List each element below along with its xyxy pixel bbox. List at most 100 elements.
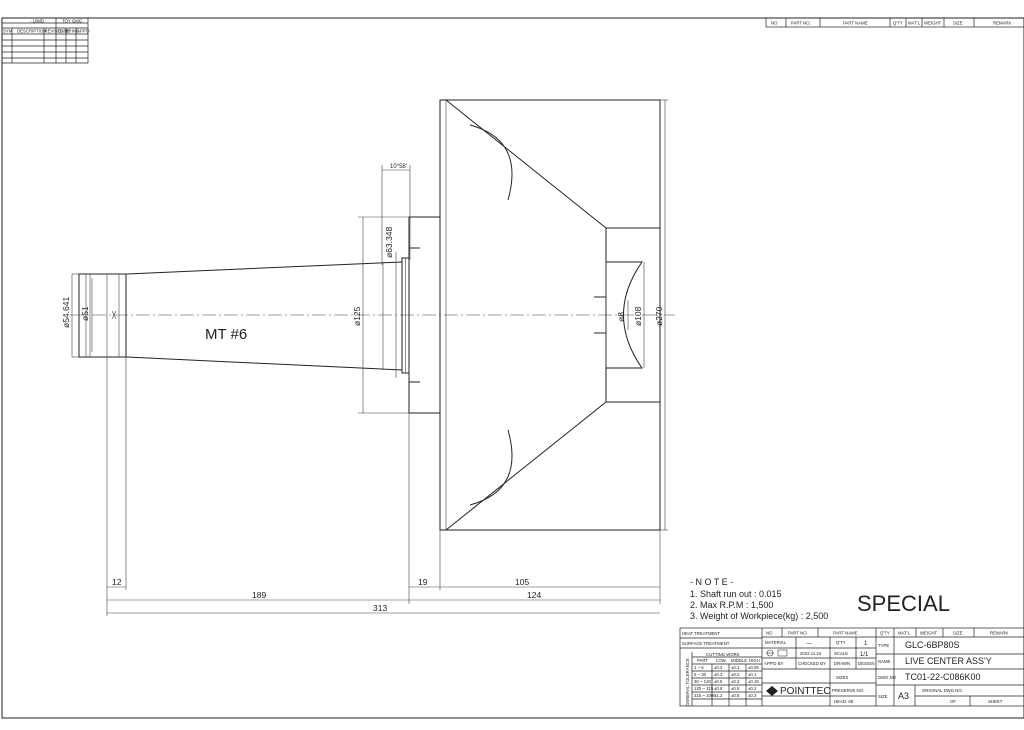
design-label: DESIGN (858, 661, 874, 666)
revision-header: CHKD (67, 29, 79, 34)
dim-124: 124 (527, 590, 541, 600)
dim-shank-outer: ø54.641 (61, 297, 71, 328)
size-label: SIZE (878, 694, 888, 699)
note-item: 3. Weight of Workpiece(kg) : 2,500 (690, 611, 828, 621)
tol-cell: ±0.2 (748, 686, 757, 691)
notes: - N O T E - 1. Shaft run out : 0.015 2. … (690, 577, 828, 621)
dim-angle: 10°58' (390, 164, 407, 170)
tb-col-header: NO (766, 631, 773, 636)
company-name: POINTTEC (780, 686, 831, 697)
dim-19: 19 (418, 577, 428, 587)
tol-header: LOW (716, 658, 727, 663)
dim-flange: ø125 (352, 306, 362, 326)
tol-cell: ±0.5 (714, 679, 723, 684)
tol-cell: ±0.8 (714, 686, 723, 691)
title-block (679, 627, 1024, 707)
notes-title: - N O T E - (690, 577, 733, 587)
qty-label: Q'TY (836, 640, 846, 645)
shank-end (78, 273, 127, 358)
scale-value: 1/1 (860, 652, 869, 658)
tol-header: MIDDLE (731, 658, 747, 663)
tol-cell: ±0.5 (731, 686, 740, 691)
dim-313: 313 (373, 603, 387, 613)
parts-col-header: WEIGHT (924, 21, 942, 26)
tol-cell: 120 ~ 315 (694, 686, 714, 691)
dim-shank-inner: ø51 (80, 306, 90, 321)
dim-12: 12 (112, 577, 122, 587)
tb-col-header: PART NAME (833, 631, 858, 636)
sheet-label: SHEET (988, 699, 1003, 704)
type-label: TYPE (878, 643, 889, 648)
of-label: OF (950, 699, 956, 704)
surface-treatment-label: SURFACE TREATMENT (682, 641, 730, 646)
tol-cell: ±0.3 (714, 672, 723, 677)
special-label: SPECIAL (857, 591, 950, 616)
dwg-value: TC01-22-C086K00 (905, 672, 981, 682)
original-dwg-label: ORIGINAL DWG.NO. (922, 688, 963, 693)
dim-tip: ø108 (633, 306, 643, 326)
revision-top-label: - 10MD (30, 19, 44, 24)
type-value: GLC-6BP80S (905, 640, 960, 650)
revision-header: REVISED BY (45, 29, 71, 34)
parts-col-header: NO (771, 21, 778, 26)
taper-label: MT #6 (205, 326, 247, 343)
tol-cell: 30 ~ 120 (694, 679, 711, 684)
revision-header: DESCRIPTION (17, 29, 46, 34)
live-center-drawing (70, 99, 675, 616)
tb-col-header: WEIGHT (920, 631, 938, 636)
checked-by-label: CHECKED BY (798, 661, 826, 666)
tb-col-header: MAT'L (898, 631, 911, 636)
tip-arc (606, 261, 643, 369)
tolerance-side-label: GENERAL TOLERANCE (685, 658, 690, 706)
tb-col-header: PART NO. (788, 631, 808, 636)
revision-header: SYM (3, 29, 13, 34)
heat-treatment-label: HEAT TREATMENT (682, 631, 720, 636)
parts-col-header: Q'TY (893, 21, 903, 26)
drawn-label: DRAWN (834, 661, 850, 666)
parts-col-header: REMARK (993, 21, 1012, 26)
parts-col-header: MAT'L (908, 21, 921, 26)
parts-col-header: SIZE (953, 21, 963, 26)
tb-col-header: REMARK (990, 631, 1009, 636)
parts-col-header: PART NO. (791, 21, 811, 26)
dim-center-hole: ø8 (616, 312, 626, 322)
tb-col-header: SIZE (953, 631, 963, 636)
tol-cell: ±0.15 (748, 679, 759, 684)
name-label: NAME (878, 659, 891, 664)
tol-header: HIGH (749, 658, 760, 663)
tolerance-rows: 1 ~ 6 ±0.2 ±0.1 ±0.05 6 ~ 30 ±0.3 ±0.2 ±… (694, 665, 759, 698)
tol-cell: ±0.8 (731, 693, 740, 698)
dwg-label: DWG.NO (878, 675, 897, 680)
tol-cell: ±0.2 (714, 665, 723, 670)
tol-cell: ±0.1 (731, 665, 740, 670)
material-label: MATERIAL (765, 640, 787, 645)
tol-header: PART (697, 658, 708, 663)
cone-groove-lower (469, 429, 513, 506)
company-logo-icon (766, 686, 778, 696)
dim-189: 189 (252, 590, 266, 600)
head-label: HEAD: 6E (834, 699, 854, 704)
revision-header: APP'D (77, 29, 90, 34)
revision-table: - 10MD TOY GMG SYM DESCRIPTION REVISED B… (2, 18, 90, 64)
tb-col-header: Q'TY (880, 631, 890, 636)
tol-cell: 1 ~ 6 (694, 665, 704, 670)
sizes-label: SIZES (836, 675, 849, 680)
scale-label: SCALE (834, 651, 848, 656)
drawing-date: 2022.11.24 (800, 651, 822, 656)
dim-head: ø270 (654, 306, 664, 326)
parts-col-header: PART NAME (843, 21, 868, 26)
preserve-no-label: PRESERVE NO. (832, 688, 864, 693)
note-item: 2. Max R.P.M : 1,500 (690, 600, 773, 610)
tol-cell: ±1.2 (714, 693, 723, 698)
tol-cell: 315 ~ 1000 (694, 693, 716, 698)
approved-by-label: APP'D BY (764, 661, 784, 666)
cutting-work-label: CUTTING WORK (706, 652, 740, 657)
tol-cell: ±0.1 (748, 672, 757, 677)
tol-cell: ±0.3 (731, 679, 740, 684)
cone-groove-upper (469, 124, 513, 201)
tol-cell: ±0.05 (748, 665, 759, 670)
qty-value: 1 (864, 641, 868, 647)
